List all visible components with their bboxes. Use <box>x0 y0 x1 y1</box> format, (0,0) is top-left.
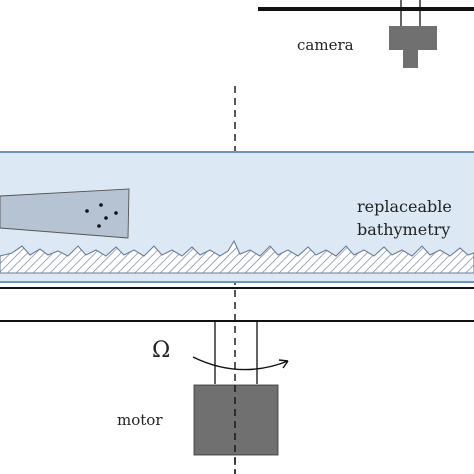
particle-tray-shape <box>0 188 130 239</box>
camera-label: camera <box>297 36 354 54</box>
motor-body <box>193 384 279 456</box>
particle <box>97 224 101 228</box>
motor-label: motor <box>117 411 163 429</box>
camera-assembly: camera <box>258 0 474 68</box>
bathymetry-surface <box>0 239 474 274</box>
omega-label: Ω <box>152 338 170 363</box>
particle-tray <box>0 188 130 239</box>
particle <box>99 203 103 207</box>
rotation-arrow <box>192 356 289 371</box>
particle <box>85 209 89 213</box>
bathymetry-label-line1: replaceable <box>357 197 452 216</box>
particle <box>114 211 118 215</box>
camera-body <box>389 26 437 68</box>
particle <box>104 216 108 220</box>
rotation-arrowhead <box>278 359 289 369</box>
bathymetry-label-line2: bathymetry <box>357 220 450 239</box>
